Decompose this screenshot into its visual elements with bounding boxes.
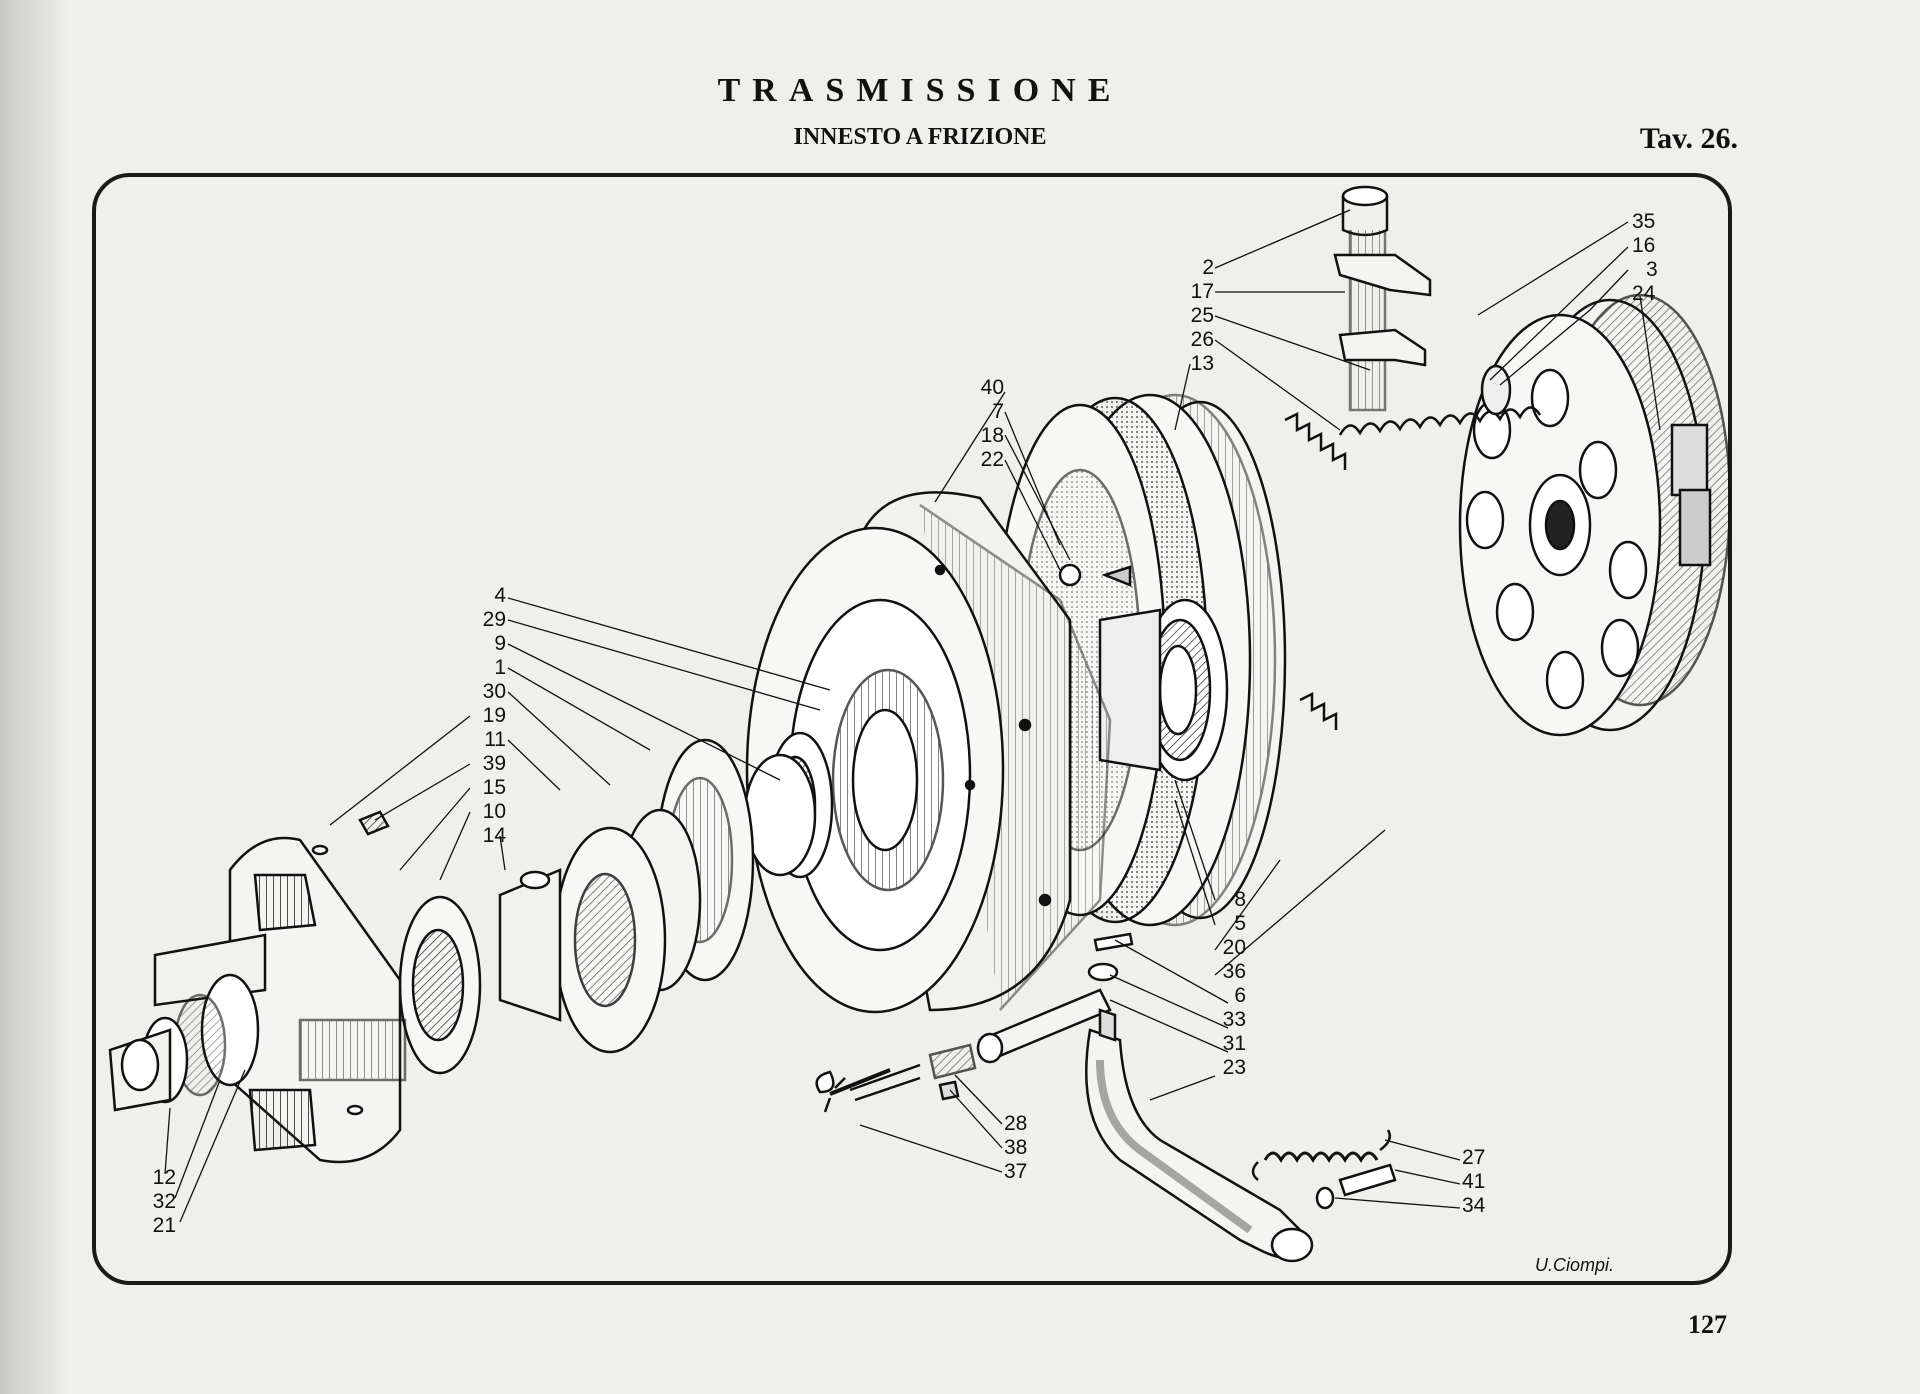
- callout-label: 11: [484, 728, 506, 751]
- callout-group-left-column: 4 29 9 1 30 19 11 39 15 10 14: [466, 584, 506, 848]
- callout-label: 41: [1462, 1170, 1486, 1193]
- callout-label: 20: [1222, 936, 1246, 959]
- main-shaft: [398, 731, 834, 1075]
- callout-label: 12: [152, 1166, 176, 1189]
- artist-signature: U.Ciompi.: [1535, 1255, 1615, 1275]
- plate-number: Tav. 26.: [1639, 122, 1738, 155]
- small-parts: [358, 810, 1134, 1113]
- callout-label: 34: [1462, 1194, 1486, 1217]
- pressure-plate: [1458, 293, 1732, 737]
- callout-label: 2: [1202, 256, 1214, 279]
- callout-group-top-center: 2 17 25 26 13: [1180, 256, 1214, 376]
- callout-label: 15: [482, 776, 506, 799]
- callout-group-top-right: 35 16 3 24: [1632, 210, 1658, 306]
- release-fork: [1333, 185, 1432, 412]
- callout-label: 32: [152, 1190, 176, 1213]
- callout-label: 5: [1234, 912, 1246, 935]
- callout-label: 33: [1222, 1008, 1246, 1031]
- throwout-bearing: [1058, 563, 1229, 782]
- callout-label: 26: [1190, 328, 1214, 351]
- flywheel-housing: [745, 491, 1112, 1014]
- callout-label: 36: [1222, 960, 1246, 983]
- page-number: 127: [1688, 1310, 1727, 1339]
- page-binding-shadow: [0, 0, 70, 1394]
- callout-label: 6: [1234, 984, 1246, 1007]
- callout-label: 21: [152, 1214, 176, 1237]
- callout-label: 25: [1190, 304, 1214, 327]
- callout-label: 39: [482, 752, 506, 775]
- callout-label: 3: [1646, 258, 1658, 281]
- callout-label: 35: [1632, 210, 1656, 233]
- callout-label: 23: [1222, 1056, 1246, 1079]
- callout-label: 19: [482, 704, 506, 727]
- callout-group-mid-right: 8 5 20 36 6 33 31 23: [1208, 888, 1246, 1080]
- callout-label: 38: [1004, 1136, 1028, 1159]
- callout-label: 18: [980, 424, 1004, 447]
- callout-label: 31: [1222, 1032, 1246, 1055]
- callout-label: 8: [1234, 888, 1246, 911]
- clutch-pedal-lever: [1085, 1008, 1314, 1263]
- gearbox-flange: [108, 836, 407, 1164]
- release-spring: [1338, 364, 1542, 436]
- callout-label: 22: [980, 448, 1004, 471]
- page-subtitle: INNESTO A FRIZIONE: [793, 124, 1047, 150]
- callout-label: 17: [1190, 280, 1214, 303]
- callout-label: 29: [482, 608, 506, 631]
- return-spring: [1251, 1129, 1397, 1210]
- callout-label: 7: [992, 400, 1004, 423]
- drawing-frame: [92, 173, 1732, 1285]
- callout-group-bottom-right: 27 41 34: [1462, 1146, 1485, 1218]
- callout-label: 37: [1004, 1160, 1028, 1183]
- callout-label: 30: [482, 680, 506, 703]
- callout-label: 13: [1190, 352, 1214, 375]
- callout-group-middle: 40 7 18 22: [964, 376, 1004, 472]
- callout-label: 27: [1462, 1146, 1486, 1169]
- callout-label: 16: [1632, 234, 1656, 257]
- callout-label: 14: [482, 824, 506, 847]
- callout-group-bottom-left: 12 32 21: [140, 1166, 176, 1238]
- callout-label: 40: [980, 376, 1004, 399]
- callout-label: 4: [494, 584, 506, 607]
- callout-label: 1: [494, 656, 506, 679]
- callout-label: 24: [1632, 282, 1656, 305]
- callout-group-bottom-center: 28 38 37: [1004, 1112, 1027, 1184]
- callout-label: 10: [482, 800, 506, 823]
- callout-label: 9: [494, 632, 506, 655]
- page-title: TRASMISSIONE: [717, 72, 1123, 109]
- callout-label: 28: [1004, 1112, 1028, 1135]
